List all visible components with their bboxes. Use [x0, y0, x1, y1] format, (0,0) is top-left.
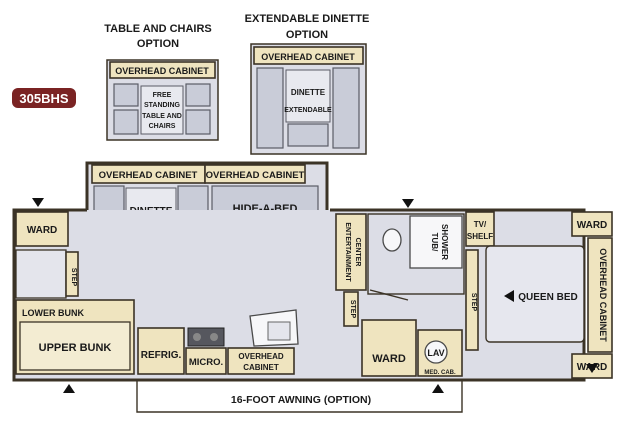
window-marker-icon — [402, 199, 414, 208]
ward-mid — [361, 319, 417, 377]
exterior-wall — [12, 208, 586, 382]
micro-label: MICRO. — [189, 357, 223, 368]
step-mid-label: STEP — [349, 300, 356, 319]
slide-out-wall — [85, 161, 329, 233]
kitchen-overhead-label-line1: OVERHEAD — [238, 352, 284, 361]
lower-bunk-label: LOWER BUNK — [22, 308, 84, 318]
queen-bed-label: QUEEN BED — [518, 292, 577, 303]
slide-overhead-right-label: OVERHEAD CABINET — [206, 170, 305, 181]
toilet-icon — [382, 228, 402, 252]
refrig-label: REFRIG. — [141, 350, 182, 361]
extendable-table — [285, 69, 331, 123]
tv-shelf — [465, 211, 495, 247]
table-label-line1: FREE — [153, 92, 172, 99]
table-chairs-overhead-label: OVERHEAD CABINET — [115, 66, 209, 76]
ward-left — [15, 211, 69, 247]
step-left — [65, 251, 79, 297]
awning-bracket — [136, 380, 463, 413]
ward-mid-label: WARD — [372, 353, 406, 365]
free-standing-table — [140, 85, 184, 135]
queen-bed — [485, 245, 585, 343]
slide-overhead-cabinet-right — [204, 164, 306, 184]
table-chairs-overhead-cabinet — [109, 61, 216, 79]
kitchen-overhead-label-line2: CABINET — [243, 363, 279, 372]
entertainment-label-line2: CENTER — [354, 238, 361, 267]
chair-icon — [113, 83, 139, 107]
step-right-label: STEP — [470, 293, 477, 312]
lavatory-sink-icon — [424, 340, 448, 364]
slide-overhead-left-label: OVERHEAD CABINET — [99, 170, 198, 181]
tub-shower — [409, 215, 463, 269]
ext-dinette-title-line2: OPTION — [286, 29, 328, 41]
dinette-bench-icon — [332, 67, 360, 149]
ext-dinette-title-line1: EXTENDABLE DINETTE — [245, 13, 370, 25]
chair-icon — [185, 109, 211, 135]
tv-label-line1: TV/ — [474, 220, 487, 229]
ward-top-right-label: WARD — [577, 220, 608, 231]
burner-icon — [210, 333, 218, 341]
door-marker-icon — [432, 384, 444, 393]
table-chairs-title-line1: TABLE AND CHAIRS — [104, 23, 212, 35]
tub-label-line1: TUB/ — [430, 233, 439, 252]
window-marker-icon — [32, 198, 44, 207]
lav-label: LAV — [427, 348, 444, 358]
refrigerator — [137, 327, 185, 375]
ward-left-label: WARD — [27, 225, 58, 236]
table-label-line3: TABLE AND — [142, 113, 182, 120]
table-label-line4: CHAIRS — [149, 123, 176, 130]
kitchen-overhead-cabinet — [227, 347, 295, 375]
awning-label: 16-FOOT AWNING (OPTION) — [231, 394, 371, 406]
tub-label-line2: SHOWER — [440, 224, 449, 260]
tv-label-line2: SHELF — [467, 232, 493, 241]
table-chairs-title-line2: OPTION — [137, 38, 179, 50]
ward-top-right — [571, 211, 613, 237]
entertainment-center — [335, 213, 367, 291]
med-cab-label: MED. CAB. — [424, 370, 456, 376]
ext-dinette-overhead-label: OVERHEAD CABINET — [261, 52, 355, 62]
upper-bunk — [19, 321, 131, 371]
window-marker-icon — [586, 364, 598, 373]
stove-icon — [187, 327, 225, 347]
upper-bunk-label: UPPER BUNK — [39, 342, 112, 354]
bath-door-swing — [369, 289, 409, 301]
table-chairs-option: TABLE AND CHAIRS OPTION OVERHEAD CABINET… — [104, 23, 219, 141]
awning-label-bg — [218, 390, 384, 406]
model-badge — [12, 88, 76, 108]
model-badge-text: 305BHS — [19, 91, 68, 106]
step-mid — [343, 291, 359, 327]
door-marker-icon — [63, 384, 75, 393]
bed-overhead-cabinet — [587, 237, 613, 353]
step-right — [465, 249, 479, 351]
chair-icon — [113, 109, 139, 135]
entertainment-label-line1: ENTERTAINMENT — [344, 222, 351, 282]
table-label-line2: STANDING — [144, 102, 181, 109]
sink-basin-icon — [267, 321, 291, 341]
extendable-dinette-option: EXTENDABLE DINETTE OPTION OVERHEAD CABIN… — [245, 13, 370, 155]
bed-overhead-label: OVERHEAD CABINET — [598, 248, 608, 342]
ext-dinette-overhead-cabinet — [253, 46, 364, 65]
chair-icon — [185, 83, 211, 107]
ext-dinette-extendable-label: EXTENDABLE — [284, 107, 332, 114]
dinette-bench-icon — [256, 67, 284, 149]
lower-bunk-nook — [15, 249, 67, 299]
bed-arrow-icon — [504, 290, 514, 302]
step-left-label: STEP — [70, 268, 77, 287]
microwave — [185, 347, 227, 375]
burner-icon — [193, 333, 201, 341]
dinette-chair-icon — [287, 123, 329, 147]
ext-dinette-label: DINETTE — [291, 88, 326, 97]
